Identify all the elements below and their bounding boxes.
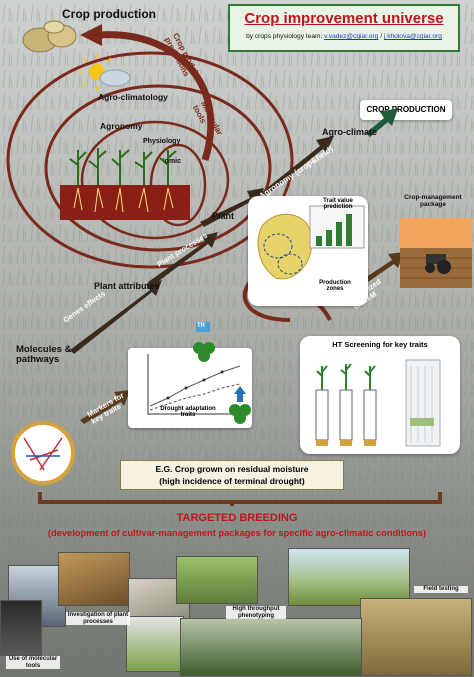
email-link-2[interactable]: j.kholova@cgiar.org xyxy=(383,33,442,40)
ht-screening-title: HT Screening for key traits xyxy=(332,340,428,349)
plant-row xyxy=(69,148,177,185)
middle-ring xyxy=(44,84,272,252)
staircase xyxy=(70,136,334,354)
production-zones-map xyxy=(257,205,365,280)
scenario-box: E.G. Crop grown on residual moisture (hi… xyxy=(120,460,344,490)
byline-prefix: by crops physiology team; xyxy=(246,33,323,40)
cloud-icon xyxy=(99,69,131,87)
marker-map-icon xyxy=(11,421,75,485)
green-arrow xyxy=(366,108,398,137)
tractor-field-photo xyxy=(400,218,472,288)
crop-production-label: Crop production xyxy=(62,7,156,21)
omic-label: 'omic xyxy=(163,158,182,165)
tr-badge: TR xyxy=(197,323,205,329)
clover-icon-top xyxy=(193,322,215,362)
caption-molecular-tools: Use of molecular tools xyxy=(6,656,60,670)
drought-adaptation-label: Drought adaptation traits xyxy=(160,406,216,418)
roots xyxy=(73,187,174,213)
ht-screening-panel: HT Screening for key traits xyxy=(300,336,460,454)
curved-arrow-1 xyxy=(242,280,291,322)
plant-attributes-label: Plant attributes xyxy=(94,281,160,291)
byline: by crops physiology team; v.vadez@cgiar.… xyxy=(230,33,458,40)
production-zones-label: Production zones xyxy=(319,280,351,292)
scenario-line-2: (high incidence of terminal drought) xyxy=(159,476,305,486)
clover-icon-bottom xyxy=(229,386,251,424)
agro-climate-label: Agro-climate xyxy=(322,127,378,137)
grain-sacks-icon xyxy=(22,20,77,53)
trait-value-prediction-label: Trait value prediction xyxy=(323,198,353,210)
markers-arrow xyxy=(80,390,130,424)
greenhouse-photo xyxy=(180,618,362,676)
cornfield-photo xyxy=(360,598,472,676)
ht-screening-cylinders xyxy=(315,359,441,447)
header-box: Crop improvement universe by crops physi… xyxy=(228,4,460,52)
production-zones-panel: Trait value prediction Production zones xyxy=(248,196,368,306)
scenario-line-1: E.G. Crop grown on residual moisture xyxy=(155,464,309,474)
breeding-title: TARGETED BREEDING xyxy=(176,512,298,524)
caption-plant-processes: Investigation of plant processes xyxy=(66,612,130,626)
plant-label: Plant xyxy=(212,211,235,221)
pot-plants-photo xyxy=(126,616,184,672)
brace xyxy=(38,492,442,506)
byline-separator: / xyxy=(380,33,383,40)
drought-chart xyxy=(147,354,248,415)
page-title: Crop improvement universe xyxy=(244,10,444,27)
email-link-1[interactable]: v.vadez@cgiar.org xyxy=(324,33,379,40)
physiology-label: Physiology xyxy=(143,138,181,145)
field-testing-photo xyxy=(288,548,410,606)
caption-phenotyping: High throughput phenotyping xyxy=(226,606,286,620)
lab-photo xyxy=(58,552,130,606)
breeding-subtitle: (development of cultivar-management pack… xyxy=(47,528,427,538)
molecules-pathways-label: Molecules & pathways xyxy=(16,344,72,366)
gel-bands-photo xyxy=(0,600,42,656)
crop-model-arrow xyxy=(99,31,215,162)
agro-climatology-label: Agro-climatology xyxy=(98,92,168,102)
inner-ring xyxy=(80,120,230,240)
caption-field-testing: Field testing xyxy=(414,586,468,593)
crop-model-arrowhead xyxy=(80,24,102,46)
outer-ring xyxy=(6,51,294,269)
crop-production-box-label: CROP PRODUCTION xyxy=(366,105,446,114)
phenotyping-photo xyxy=(176,556,258,604)
agronomy-label: Agronomy xyxy=(100,121,143,131)
crop-management-package-label: Crop-management package xyxy=(404,194,462,209)
